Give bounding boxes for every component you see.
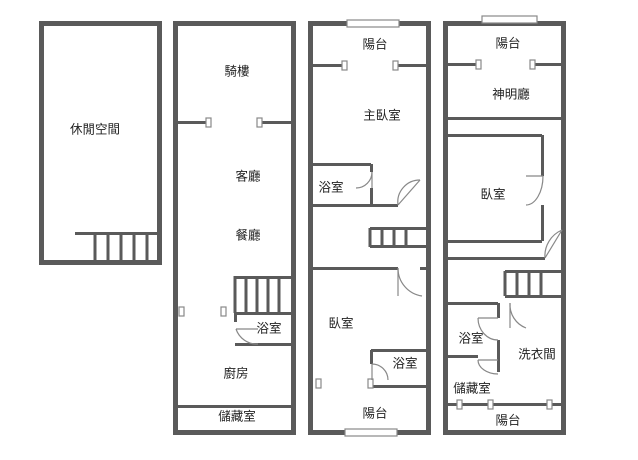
room-label-dining-room: 餐廳 [235,228,261,243]
plan-2-outer-wall [173,21,296,435]
master-bath-walls [311,163,398,207]
doors-3 [355,171,423,381]
staircase-1 [75,232,159,262]
staircase-3 [368,227,428,248]
room-label-bedroom-4: 臥室 [480,187,505,202]
room-label-balcony-top-4: 陽台 [495,36,520,51]
room-label-balcony-top-3: 陽台 [362,37,387,52]
room-label-arcade: 騎樓 [224,64,249,79]
bathroom-door-2 [235,328,259,345]
room-label-bathroom-3a: 浴室 [318,180,343,195]
plan-3 [308,19,431,437]
room-label-balcony-bottom-4: 陽台 [495,413,520,428]
room-label-bedroom-3: 臥室 [328,316,353,331]
door-jambs-2 [178,117,263,317]
room-label-leisure-space: 休閒空間 [70,122,120,137]
door-jambs-3 [315,60,399,389]
bathroom-walls-2 [234,312,293,346]
plan-2 [173,21,296,435]
plan-1-outer-wall [39,21,162,265]
service-walls-4 [446,302,563,406]
room-label-bathroom-2: 浴室 [256,321,281,336]
plan-4 [443,15,566,435]
plan-1 [39,21,162,265]
doors-4 [477,175,563,375]
door-jambs-4 [456,59,553,410]
windows-4 [481,15,538,24]
room-label-storage-room-2: 儲藏室 [218,409,256,424]
room-label-bathroom-4: 浴室 [458,331,483,346]
room-label-storage-room-4: 儲藏室 [453,381,491,396]
staircase-2 [233,276,293,313]
room-label-living-room: 客廳 [235,169,261,184]
plan-4-outer-wall [443,21,566,435]
bedroom-walls-4 [446,134,544,243]
room-label-laundry-room: 洗衣間 [518,347,556,362]
room-label-bathroom-3b: 浴室 [392,356,417,371]
room-label-balcony-bottom-3: 陽台 [362,406,387,421]
room-label-kitchen: 廚房 [223,366,248,381]
room-label-master-bedroom: 主臥室 [363,108,401,123]
windows-3 [344,19,400,437]
room-label-shrine-room: 神明廳 [492,87,530,102]
staircase-4 [503,270,563,298]
